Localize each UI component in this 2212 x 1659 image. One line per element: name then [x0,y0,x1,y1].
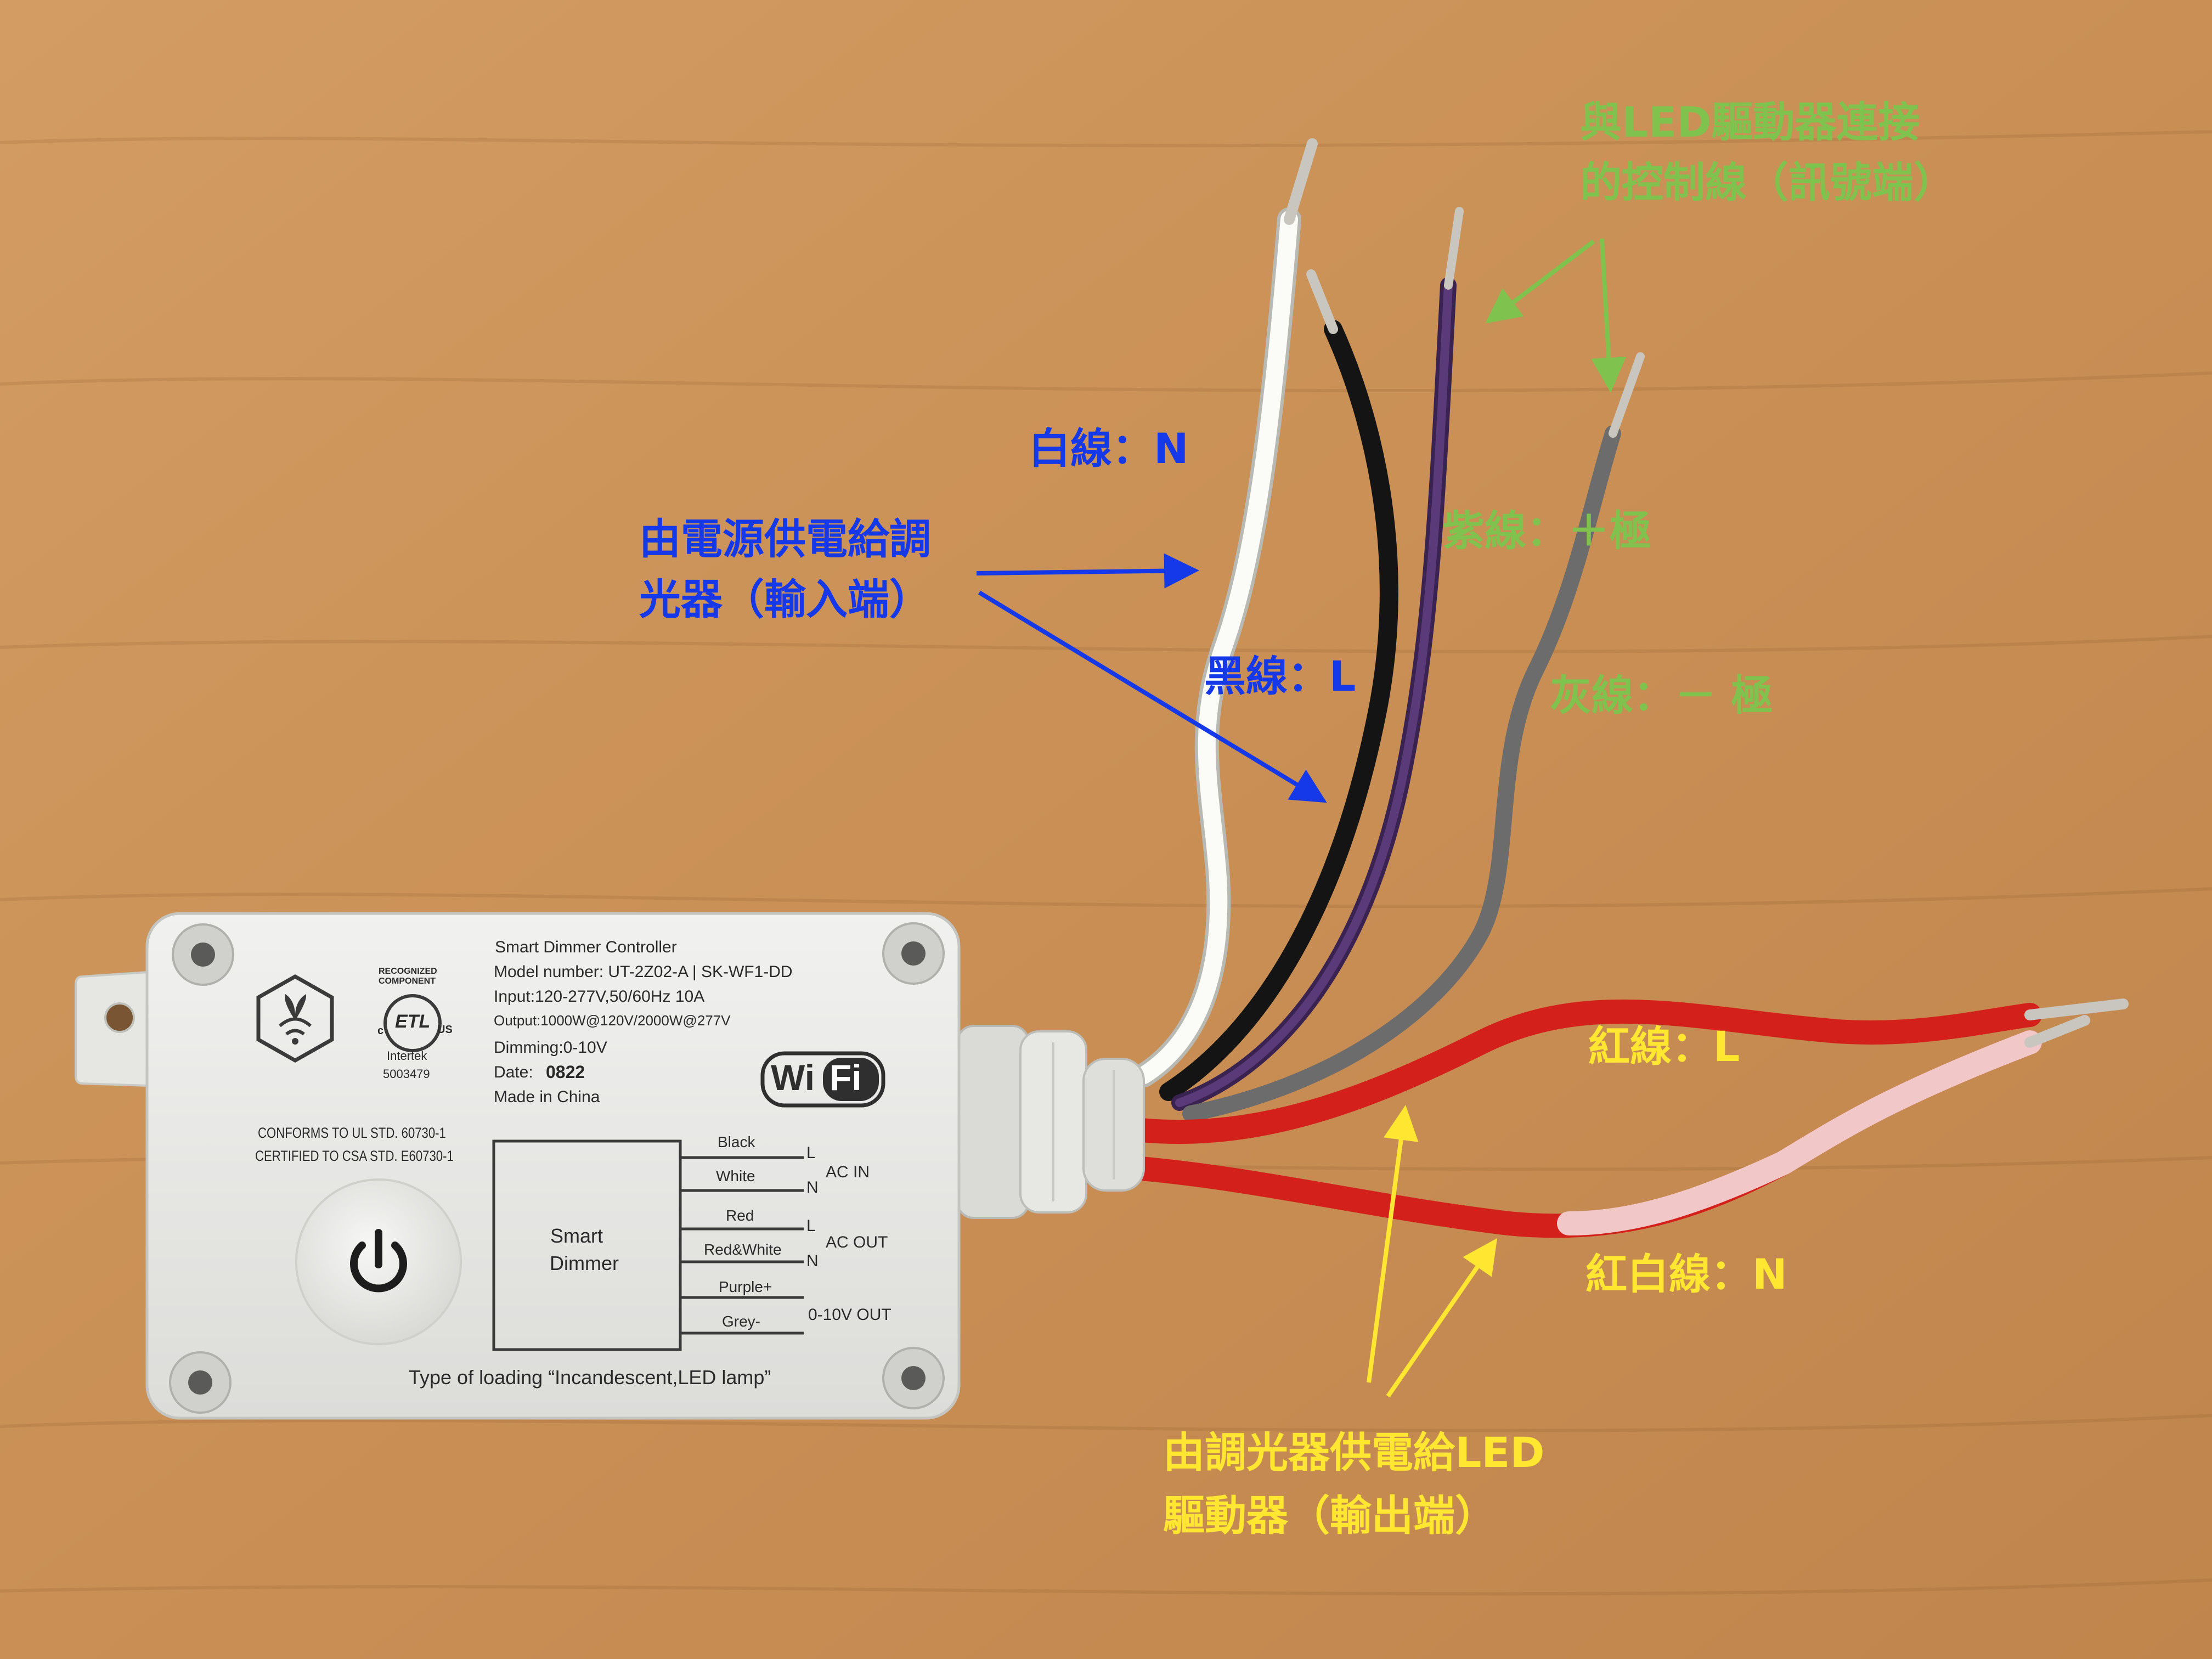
wire-label-white: White [716,1167,755,1184]
wood-grain [0,130,2212,1596]
grey-wire-tip [1609,352,1645,438]
device-date-label: Date: [494,1063,533,1081]
device-model: Model number: UT-2Z02-A | SK-WF1-DD [494,963,793,981]
white-wire-tip [1284,138,1318,225]
conforms-text: CONFORMS TO UL STD. 60730-1 [258,1125,446,1141]
device-output: Output:1000W@120V/2000W@277V [494,1012,731,1029]
power-icon [350,1229,407,1293]
terminal-n-out: N [806,1252,819,1270]
wiring-diagram-box [492,1139,682,1351]
wire-label-purple: Purple+ [719,1278,772,1295]
wifi-badge [760,1051,885,1108]
device-dimming: Dimming:0-10V [494,1039,607,1057]
red-white-wire-annotation: 紅白線：N [1585,1250,1787,1299]
wire-label-red-white: Red&White [704,1241,782,1258]
red-wire-tip [2024,998,2129,1020]
device-origin: Made in China [494,1088,600,1106]
cert-component: COMPONENT [379,977,436,986]
ac-out-label: AC OUT [826,1233,888,1251]
device-date-value: 0822 [546,1062,585,1082]
control-annotation-line1: 與LED驅動器連接 [1580,98,1920,146]
diagram-dimmer: Dimmer [550,1252,619,1274]
intertek-label: Intertek [387,1049,427,1063]
wifi-label-wi: Wi [771,1057,815,1098]
grey-wire-annotation: 灰線：－ 極 [1550,671,1773,720]
grey-wire [1182,425,1621,1122]
input-annotation-line1: 由電源供電給調 [639,515,931,563]
terminal-n-in: N [806,1178,819,1197]
red-wire-annotation: 紅線：L [1588,1022,1740,1071]
black-wire [1159,320,1398,1101]
device-title: Smart Dimmer Controller [495,938,677,956]
white-wire-annotation: 白線：N [1029,424,1189,473]
etl-mark [383,994,442,1052]
certified-text: CERTIFIED TO CSA STD. E60730-1 [255,1148,454,1164]
input-annotation-line2: 光器（輸入端） [639,575,931,624]
device-input: Input:120-277V,50/60Hz 10A [494,988,705,1006]
output-annotation-line2: 驅動器（輸出端） [1163,1491,1497,1540]
black-wire-tip [1306,269,1338,334]
purple-wire-tip [1444,207,1464,290]
terminal-l-in: L [806,1144,816,1162]
red-wire [1129,999,2042,1144]
purple-wire-annotation: 紫線：＋極 [1443,506,1651,555]
control-annotation-line2: 的控制線（訊號端） [1580,158,1955,207]
brand-hexagon [256,974,334,1063]
cert-recognized: RECOGNIZED [379,967,437,976]
loading-type-text: Type of loading “Incandescent,LED lamp” [409,1366,771,1389]
leaf-wifi-icon [258,975,332,1061]
input-arrows [976,553,1327,803]
dimmer-device [75,912,961,1420]
cert-etl-mark: ETL [395,1011,431,1032]
wire-label-grey: Grey- [722,1313,760,1330]
output-annotation-line1: 由調光器供電給LED [1163,1428,1545,1477]
control-arrows [1485,238,1627,393]
intertek-number: 5003479 [383,1067,430,1081]
ac-in-label: AC IN [826,1163,870,1181]
cert-us: US [437,1024,453,1036]
red-white-wire-tip [2024,1015,2090,1048]
black-wire-annotation: 黑線：L [1204,652,1356,701]
diagram-smart: Smart [550,1224,603,1247]
wire-label-red: Red [726,1207,754,1224]
cert-c: c [377,1025,384,1037]
wire-label-black: Black [718,1133,755,1150]
wifi-label-fi: Fi [830,1057,862,1098]
010v-out-label: 0-10V OUT [808,1306,891,1324]
terminal-l-out: L [806,1217,816,1235]
cable-gland [956,1025,1145,1219]
output-arrows [1367,1105,1498,1398]
